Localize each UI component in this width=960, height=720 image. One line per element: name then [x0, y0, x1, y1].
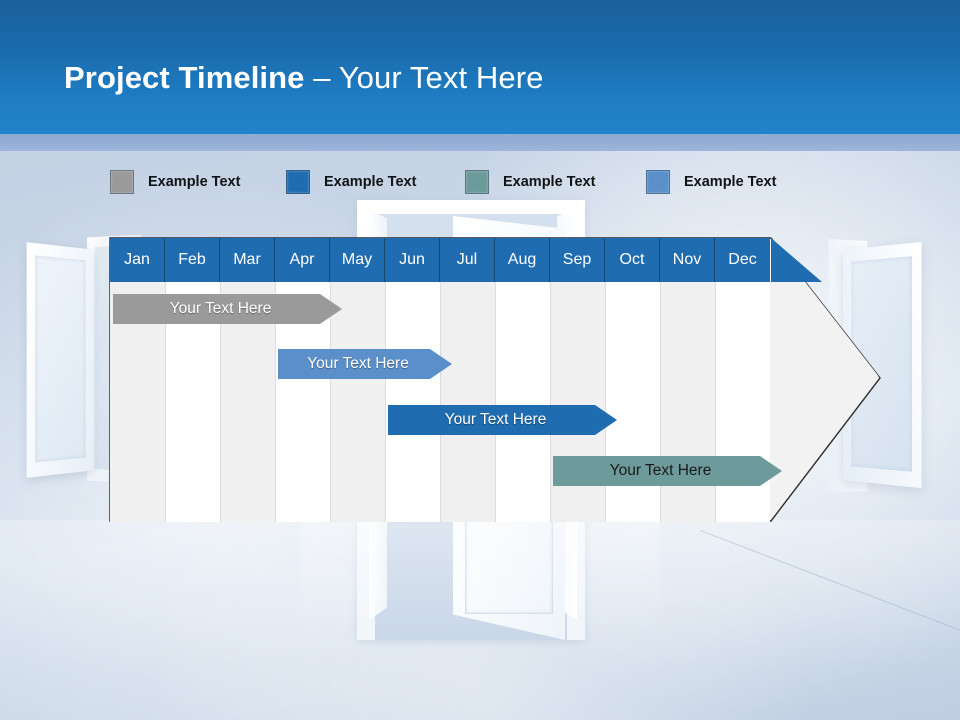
open-door-left	[18, 234, 142, 484]
legend-swatch-icon	[110, 170, 134, 194]
legend: Example Text Example Text Example Text Exam…	[110, 170, 850, 194]
legend-label: Example Text	[684, 174, 777, 190]
floor-hairline	[700, 520, 960, 670]
legend-swatch-icon	[646, 170, 670, 194]
header-accent-strip	[0, 134, 960, 151]
legend-item-teal[interactable]: Example Text	[465, 170, 595, 194]
page-title-light: – Your Text Here	[313, 60, 544, 95]
legend-label: Example Text	[324, 174, 417, 190]
legend-item-lightblue[interactable]: Example Text	[646, 170, 776, 194]
page-title: Project Timeline – Your Text Here	[64, 60, 543, 96]
legend-label: Example Text	[148, 174, 241, 190]
door-left-leaf	[26, 242, 94, 478]
door-left-jamb	[87, 234, 142, 484]
title-banner: Project Timeline – Your Text Here	[0, 0, 960, 134]
legend-swatch-icon	[286, 170, 310, 194]
legend-item-gray[interactable]: Example Text	[110, 170, 240, 194]
legend-label: Example Text	[503, 174, 596, 190]
legend-swatch-icon	[465, 170, 489, 194]
open-door-right	[828, 238, 956, 496]
page-title-strong: Project Timeline	[64, 60, 305, 95]
floor-reflection	[300, 520, 660, 640]
legend-item-blue[interactable]: Example Text	[286, 170, 416, 194]
door-right-leaf	[842, 241, 922, 489]
